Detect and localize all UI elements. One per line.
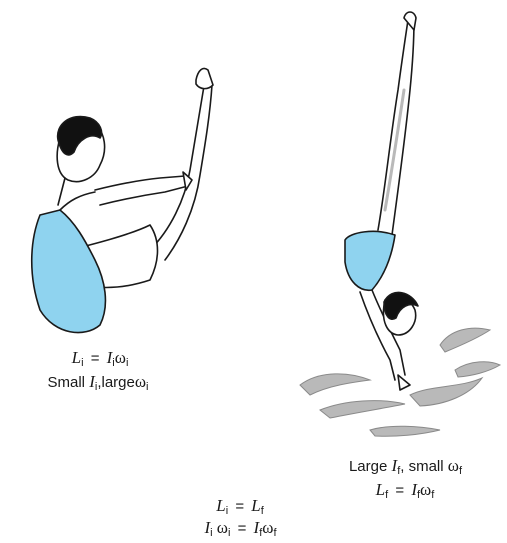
omega-symbol: ω xyxy=(115,348,126,367)
left-eq-line: Li = Iiωi xyxy=(40,348,160,373)
right-eq-line: Lf = Ifωf xyxy=(340,480,470,505)
left-desc-line: Small Ii,largeωi xyxy=(18,372,178,397)
bottom-eq-2: Ii ωi = Ifωf xyxy=(168,518,313,543)
right-desc-line: Large If, small ωf xyxy=(318,456,493,481)
L-symbol: L xyxy=(72,348,81,367)
